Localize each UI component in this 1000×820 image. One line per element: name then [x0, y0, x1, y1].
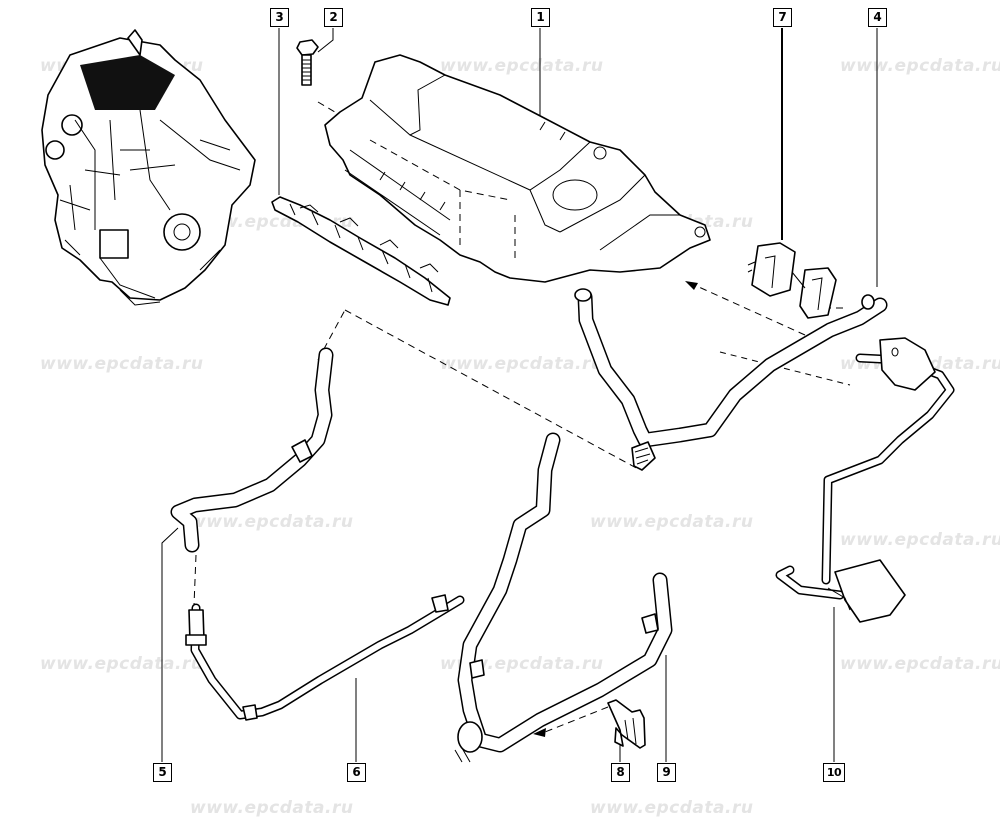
upper-hose-right — [574, 288, 888, 471]
hose-connector-left — [170, 347, 334, 553]
callout-10[interactable]: 10 — [823, 763, 845, 782]
callout-9[interactable]: 9 — [657, 763, 676, 782]
callout-4[interactable]: 4 — [868, 8, 887, 27]
seal-strip — [271, 196, 451, 306]
leader-line-2 — [317, 28, 334, 53]
callout-6[interactable]: 6 — [347, 763, 366, 782]
callout-8[interactable]: 8 — [611, 763, 630, 782]
engine-cover — [324, 54, 711, 283]
callout-7[interactable]: 7 — [773, 8, 792, 27]
bolt — [296, 39, 319, 86]
lower-pipe-left — [185, 594, 465, 721]
bracket-clip — [607, 699, 646, 749]
clips-pair — [747, 242, 837, 319]
pipe-with-bracket-right — [775, 337, 955, 623]
lower-hose-center — [454, 432, 673, 763]
callout-2[interactable]: 2 — [324, 8, 343, 27]
callout-3[interactable]: 3 — [270, 8, 289, 27]
leader-line-5 — [161, 527, 179, 762]
engine-illustration — [41, 29, 256, 306]
callout-1[interactable]: 1 — [531, 8, 550, 27]
callout-5[interactable]: 5 — [153, 763, 172, 782]
